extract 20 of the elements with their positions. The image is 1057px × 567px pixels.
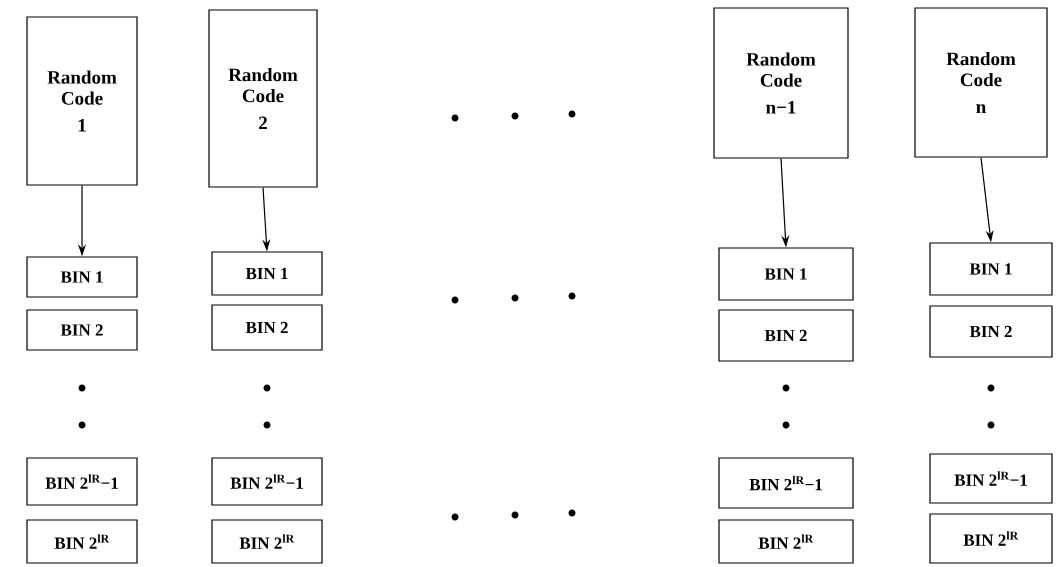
bin-box: BIN 1 [718, 247, 854, 301]
bin-box: BIN 2$^{lR}$ [718, 519, 854, 564]
bin-box: BIN 2$^{lR}$ [929, 513, 1053, 564]
bin-box: BIN 2$^{lR}$ [211, 519, 323, 564]
bin-box: BIN 2$^{lR}$−1 [26, 457, 138, 506]
bin-box: BIN 2$^{lR}$−1 [211, 457, 323, 506]
bin-box: BIN 2 [929, 305, 1053, 358]
bin-box: BIN 1 [929, 242, 1053, 296]
code-box: Random Code 1 [26, 16, 138, 186]
bin-box: BIN 2$^{lR}$−1 [929, 453, 1053, 504]
bin-box: BIN 1 [211, 251, 323, 296]
bin-box: BIN 2 [718, 309, 854, 362]
code-box: Random Code 2 [208, 9, 318, 188]
bin-box: BIN 2$^{lR}$−1 [718, 457, 854, 509]
bin-box: BIN 2 [211, 304, 323, 351]
bin-box: BIN 2$^{lR}$ [26, 519, 138, 564]
bin-box: BIN 1 [26, 256, 138, 298]
code-box: Random Code n−1 [713, 7, 849, 159]
bin-box: BIN 2 [26, 309, 138, 351]
code-box: Random Code n [914, 7, 1048, 158]
